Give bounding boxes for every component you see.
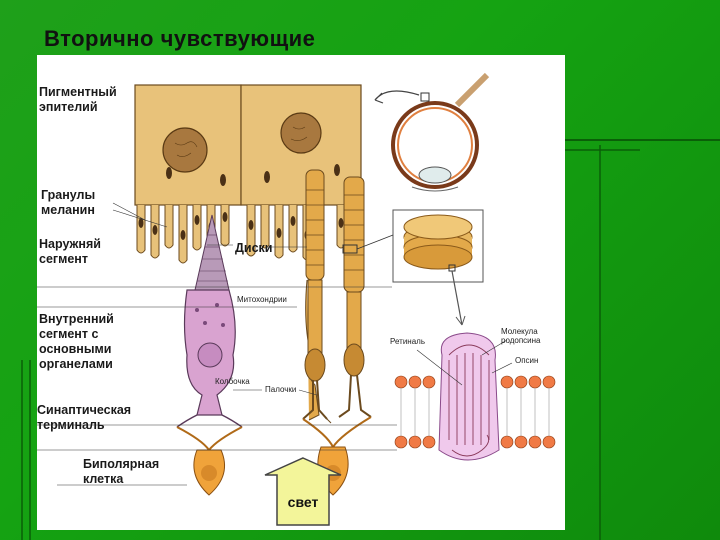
leader-lines [37,202,397,486]
label-discs: Диски [235,241,273,255]
label-retinal: Ретиналь [390,337,426,346]
label-outer-segment: Наружняй сегмент [39,237,101,266]
pigment-epithelium-cells [134,84,362,264]
label-light: свет [287,494,319,510]
light-box: свет [263,460,343,526]
retina-diagram [37,72,556,526]
label-melanin-granules: Гранулы меланин [41,188,96,217]
membrane-diagram [394,332,556,461]
label-synaptic-terminal: Синаптическая терминаль [37,403,132,432]
cone-cell [176,214,243,428]
slide-title: Вторично чувствующие [44,26,316,51]
disc-stack [342,209,484,326]
rod-cells [302,169,372,424]
diagram-panel: Пигментный эпителий Гранулы меланин Нару… [37,55,565,530]
eye-diagram [374,72,490,192]
label-rods: Палочки [265,385,297,394]
label-rhodopsin-molecule: Молекула родопсина [501,327,541,345]
label-opsin: Опсин [515,356,539,365]
label-inner-segment: Внутренний сегмент с основными органелам… [39,312,114,371]
label-mitochondria: Митохондрии [237,295,287,304]
label-cone: Колбочка [215,377,250,386]
light-arrow [264,457,342,526]
label-bipolar-cell: Биполярная клетка [83,457,160,486]
label-pigment-epithelium: Пигментный эпителий [39,85,117,114]
